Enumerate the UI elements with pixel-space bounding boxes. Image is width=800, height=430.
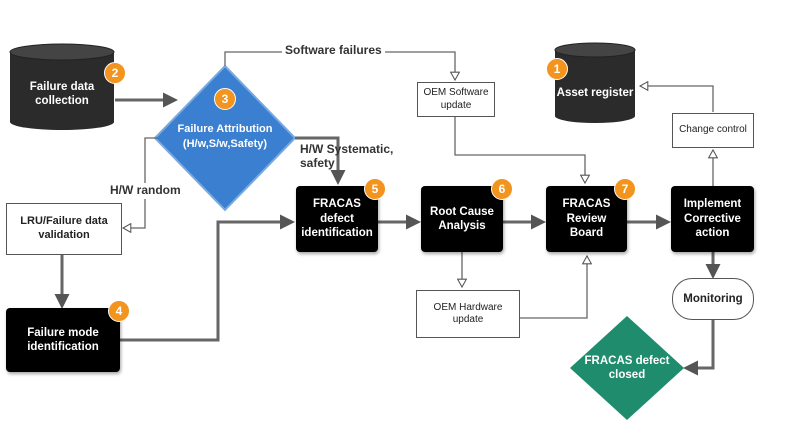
monitoring-pill: Monitoring (672, 278, 754, 320)
fracas-defect-closed-diamond (570, 316, 684, 420)
root-cause-analysis-box: Root Cause Analysis (421, 186, 503, 252)
edge-failure-mode-to-fracas-defect (120, 214, 295, 342)
asset-register-label: Asset register (556, 87, 634, 99)
step-badge-4: 4 (108, 300, 130, 322)
edge-monitoring-to-closed (683, 320, 715, 376)
fracas-defect-identification-box: FRACAS defect identification (296, 186, 378, 252)
failure-mode-identification-box: Failure mode identification (6, 308, 120, 372)
step-badge-2: 2 (104, 62, 126, 84)
oem-hardware-update-box: OEM Hardware update (416, 290, 520, 338)
edge-change-control-to-asset-register (640, 86, 714, 112)
step-badge-3: 3 (214, 88, 236, 110)
step-badge-5: 5 (364, 178, 386, 200)
implement-corrective-action-box: Implement Corrective action (671, 186, 754, 252)
oem-software-update-box: OEM Software update (417, 82, 495, 117)
fracas-defect-closed-label: FRACAS defect closed (584, 355, 670, 382)
software-failures-label: Software failures (282, 43, 385, 58)
edge-attribution-to-fracas-defect (295, 136, 346, 185)
step-badge-6: 6 (491, 178, 513, 200)
step-badge-7: 7 (614, 178, 636, 200)
fracas-review-board-box: FRACAS Review Board (546, 186, 627, 252)
cylinder-shape-failure-data-collection (9, 43, 115, 130)
cylinder-shape-asset-register (554, 42, 636, 123)
failure-attribution-label: Failure Attribution (H/w,S/w,Safety) (177, 123, 273, 150)
failure-attribution-diamond (153, 64, 297, 212)
edge-oem-hardware-to-review-board (520, 256, 587, 319)
hw-random-label: H/W random (108, 183, 183, 199)
edge-oem-software-to-review-board (454, 117, 585, 183)
change-control-box: Change control (672, 113, 754, 148)
failure-data-collection-label: Failure data collection (29, 81, 95, 108)
step-badge-1: 1 (546, 58, 568, 80)
hw-systematic-safety-label: H/W Systematic, safety (300, 142, 394, 170)
lru-failure-data-validation-box: LRU/Failure data validation (6, 203, 122, 255)
